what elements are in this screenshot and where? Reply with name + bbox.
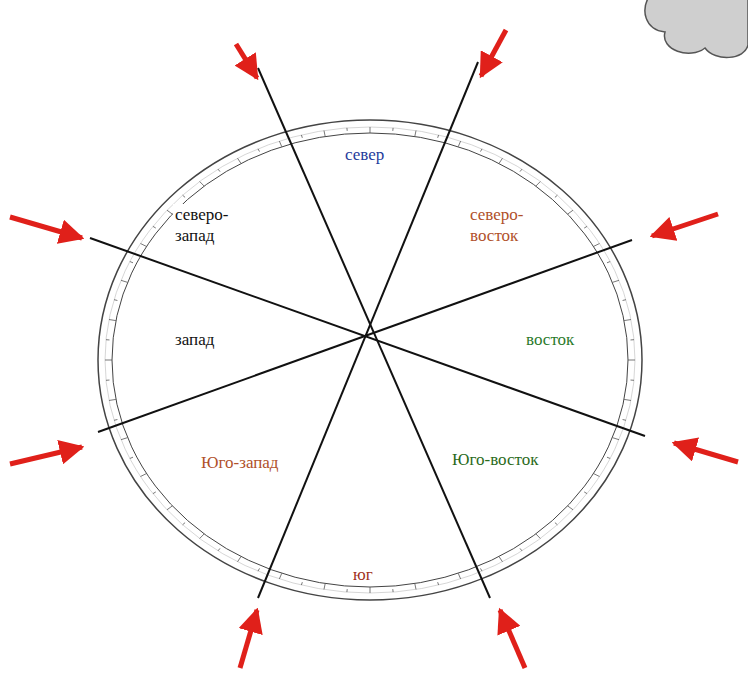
protractor-ring <box>98 120 642 600</box>
scale-tick <box>141 244 147 247</box>
scale-tick <box>106 380 109 381</box>
scale-tick <box>218 548 220 550</box>
scale-tick <box>536 182 540 187</box>
scale-tick <box>593 474 599 477</box>
scale-tick <box>167 506 172 510</box>
scale-tick <box>346 128 347 131</box>
scale-tick <box>218 169 220 171</box>
scale-tick <box>607 457 610 458</box>
scale-tick <box>628 360 635 361</box>
scale-tick <box>183 195 185 197</box>
scale-tick <box>458 573 460 579</box>
scale-tick <box>153 226 156 228</box>
scale-tick <box>301 135 303 138</box>
scale-tick <box>607 262 610 263</box>
scale-tick <box>238 557 242 562</box>
scale-tick <box>415 584 416 590</box>
scale-tick <box>153 492 156 494</box>
scale-tick <box>324 584 325 590</box>
scale-tick <box>584 226 587 228</box>
scale-tick <box>109 399 116 400</box>
direction-label: восток <box>524 329 576 350</box>
wind-arrows <box>10 30 738 668</box>
scale-tick <box>114 299 117 301</box>
scale-tick <box>499 158 503 163</box>
scale-tick <box>200 534 204 539</box>
scale-tick <box>437 135 439 138</box>
scale-tick <box>238 158 242 163</box>
scale-tick <box>624 320 631 321</box>
scale-tick <box>631 380 634 381</box>
sector-lines <box>90 62 645 598</box>
scale-tick <box>279 573 281 579</box>
direction-label: Юго-запад <box>199 452 281 473</box>
direction-label: Юго-восток <box>450 449 541 470</box>
scale-tick <box>623 299 626 301</box>
scale-tick <box>555 195 557 197</box>
scale-tick <box>167 210 172 214</box>
scale-tick <box>370 127 371 133</box>
direction-label: север <box>343 144 386 165</box>
scale-tick <box>301 582 303 585</box>
scale-tick <box>141 474 147 477</box>
direction-label: запад <box>173 329 216 350</box>
scale-tick <box>437 582 439 585</box>
scale-tick <box>481 568 482 571</box>
scale-tick <box>279 141 281 147</box>
scale-tick <box>392 128 393 131</box>
scale-tick <box>612 280 619 282</box>
scale-tick <box>481 149 482 152</box>
scale-tick <box>555 523 557 525</box>
scale-tick <box>183 523 185 525</box>
scale-tick <box>623 419 626 421</box>
scale-tick <box>593 244 599 247</box>
scale-tick <box>520 169 522 171</box>
scale-tick <box>258 149 259 152</box>
direction-label: северо- восток <box>468 204 552 247</box>
scale-tick <box>200 182 204 187</box>
scale-tick <box>105 360 112 361</box>
scale-tick <box>568 506 573 510</box>
scale-tick <box>631 339 634 340</box>
scale-tick <box>324 131 325 137</box>
scale-tick <box>106 339 109 340</box>
scale-tick <box>121 280 128 282</box>
scale-tick <box>121 438 128 440</box>
scale-tick <box>568 210 573 214</box>
scale-tick <box>370 587 371 593</box>
scale-tick <box>114 419 117 421</box>
direction-label: северо- запад <box>173 204 257 247</box>
cloud <box>645 0 748 57</box>
scale-tick <box>536 534 540 539</box>
scale-tick <box>130 457 133 458</box>
scale-ticks <box>105 127 635 593</box>
scale-tick <box>612 438 619 440</box>
scale-tick <box>520 548 522 550</box>
scale-tick <box>415 131 416 137</box>
scale-tick <box>624 399 631 400</box>
scale-tick <box>346 589 347 592</box>
scale-tick <box>258 568 259 571</box>
direction-label: юг <box>351 564 375 585</box>
scale-tick <box>130 262 133 263</box>
scale-tick <box>458 141 460 147</box>
scale-tick <box>584 492 587 494</box>
scale-tick <box>392 589 393 592</box>
scale-tick <box>109 320 116 321</box>
scale-tick <box>499 557 503 562</box>
